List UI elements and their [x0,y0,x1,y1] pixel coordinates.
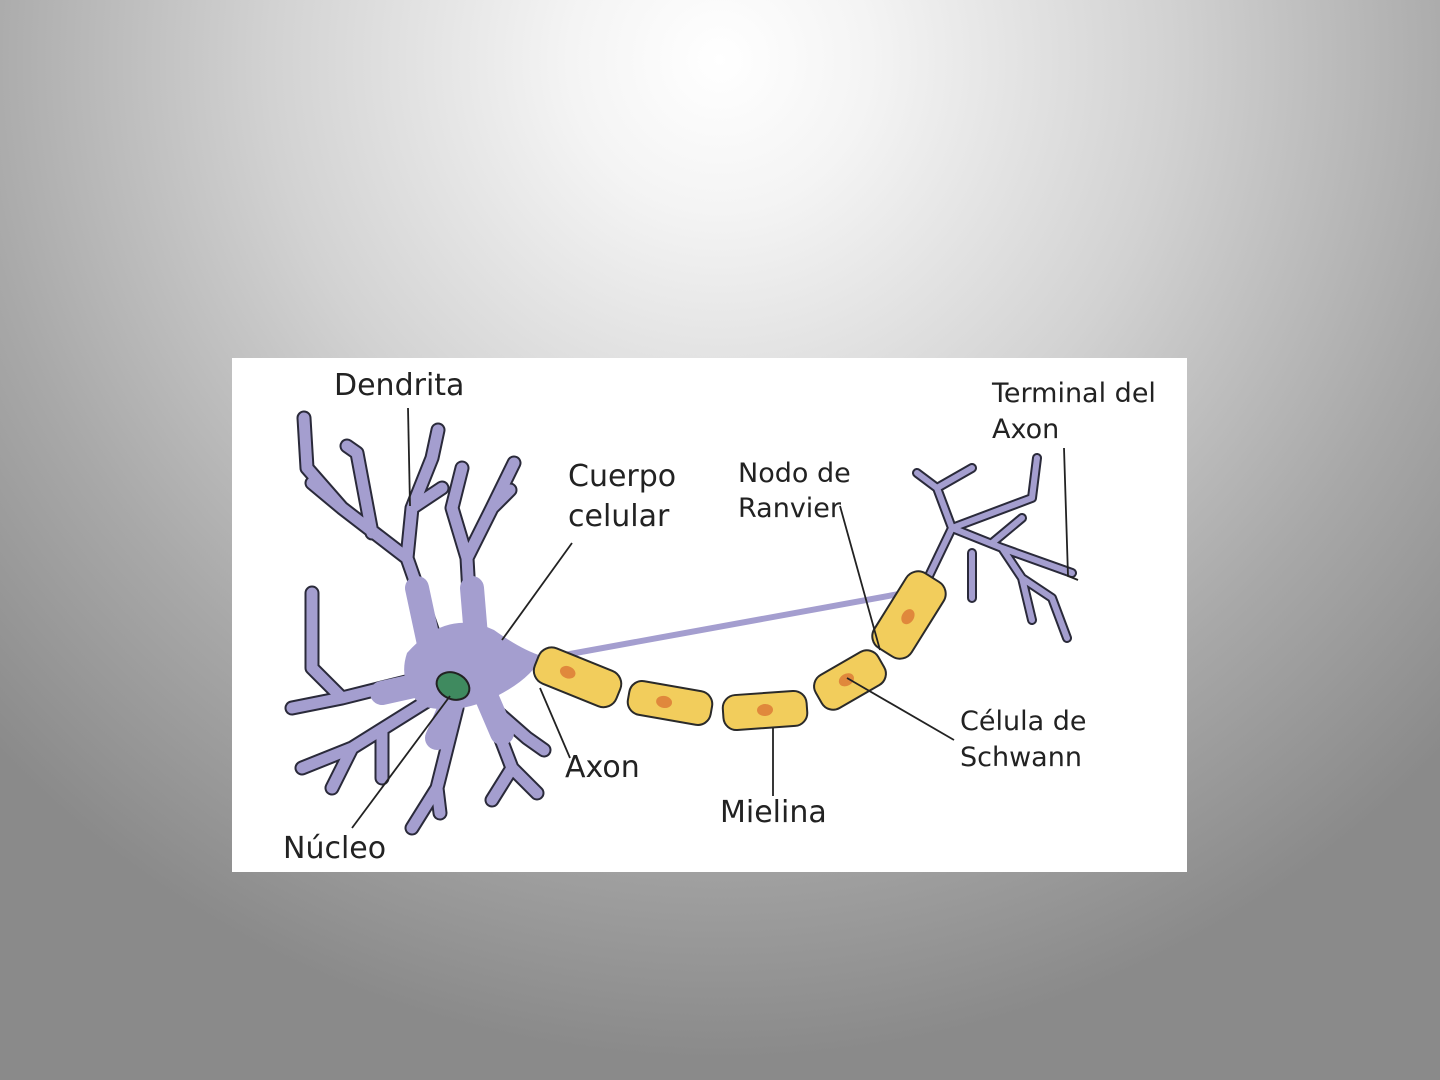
schwann-cell [532,646,623,709]
label-schwann-line2: Schwann [960,742,1082,773]
schwann-cell [626,680,714,726]
schwann-cell [721,689,809,732]
neuron-svg: Dendrita Cuerpo celular Nodo de Ranvier … [283,368,1156,866]
leader-lines [351,407,1079,829]
schwann-cell [871,570,947,660]
label-node-line1: Nodo de [738,458,851,489]
dendrites [284,410,552,836]
label-cell-body-line2: celular [568,499,670,534]
label-schwann-line1: Célula de [960,706,1086,737]
axon-terminal [912,453,1077,643]
label-cell-body-line1: Cuerpo [568,459,676,494]
label-terminal-line1: Terminal del [991,378,1156,409]
label-dendrite: Dendrita [334,368,464,403]
nucleus [435,671,471,701]
label-node-line2: Ranvier [738,493,842,524]
myelin-sheath [532,570,947,732]
label-nucleus: Núcleo [283,831,386,866]
label-myelin: Mielina [720,795,827,830]
neuron-diagram: Dendrita Cuerpo celular Nodo de Ranvier … [232,358,1187,872]
label-terminal-line2: Axon [992,414,1059,445]
label-axon: Axon [565,750,640,785]
